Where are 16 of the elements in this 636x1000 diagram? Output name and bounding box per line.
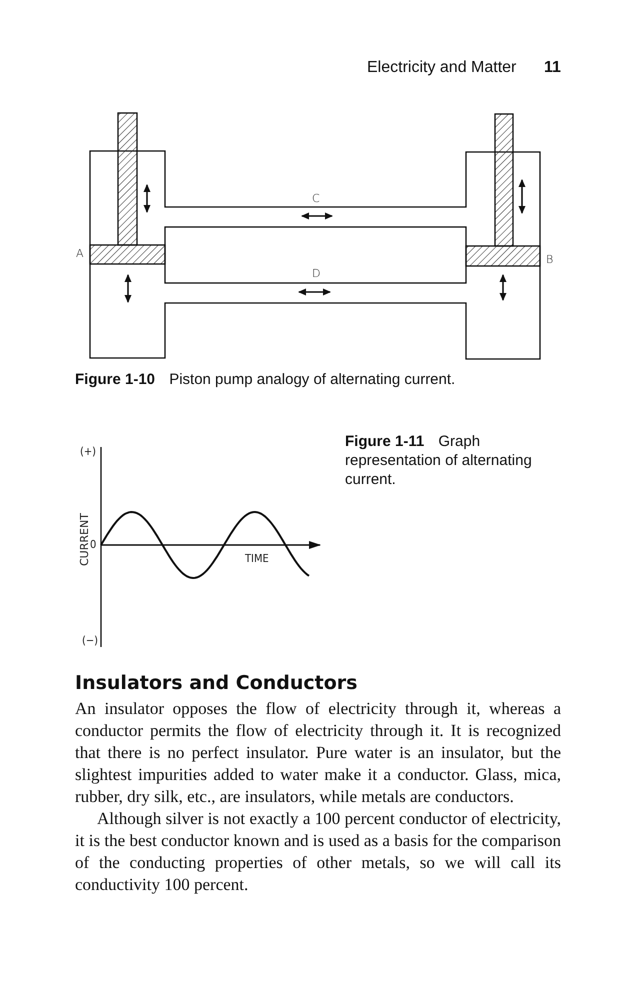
axis-label: (+) bbox=[80, 445, 96, 458]
axis-label: CURRENT bbox=[78, 513, 91, 566]
figure-caption: Figure 1-11 Graph representation of alternating current. bbox=[345, 432, 533, 489]
body-paragraph: Although silver is not exactly a 100 percent conductor of electricity, it is the best conductor known and is used as a basis for the comparison of the conducting properties of other metals, so we will call its conductivity 100 percent. bbox=[75, 808, 561, 896]
axis-label: (−) bbox=[82, 634, 98, 648]
page-number: 11 bbox=[544, 58, 561, 78]
axis-label: 0 bbox=[90, 538, 96, 552]
part-label: B bbox=[546, 253, 554, 266]
axis-label: TIME bbox=[245, 552, 269, 566]
part-label: A bbox=[76, 247, 84, 260]
figure-caption: Figure 1-10 Piston pump analogy of alternating current. bbox=[75, 370, 456, 389]
running-header: Electricity and Matter bbox=[367, 58, 516, 78]
body-paragraph: An insulator opposes the flow of electricity through it, whereas a conductor permits the flow of electricity through it. It is recognized that there is no perfect insulator. Pure water is an insulator, but the slightest impurities added to water make it a conductor. Glass, mica, rubber, dry silk, etc., are insulators, while metals are conductors. bbox=[75, 698, 561, 808]
part-label: D bbox=[312, 267, 320, 280]
part-label: C bbox=[312, 192, 320, 206]
section-heading: Insulators and Conductors bbox=[75, 672, 358, 695]
